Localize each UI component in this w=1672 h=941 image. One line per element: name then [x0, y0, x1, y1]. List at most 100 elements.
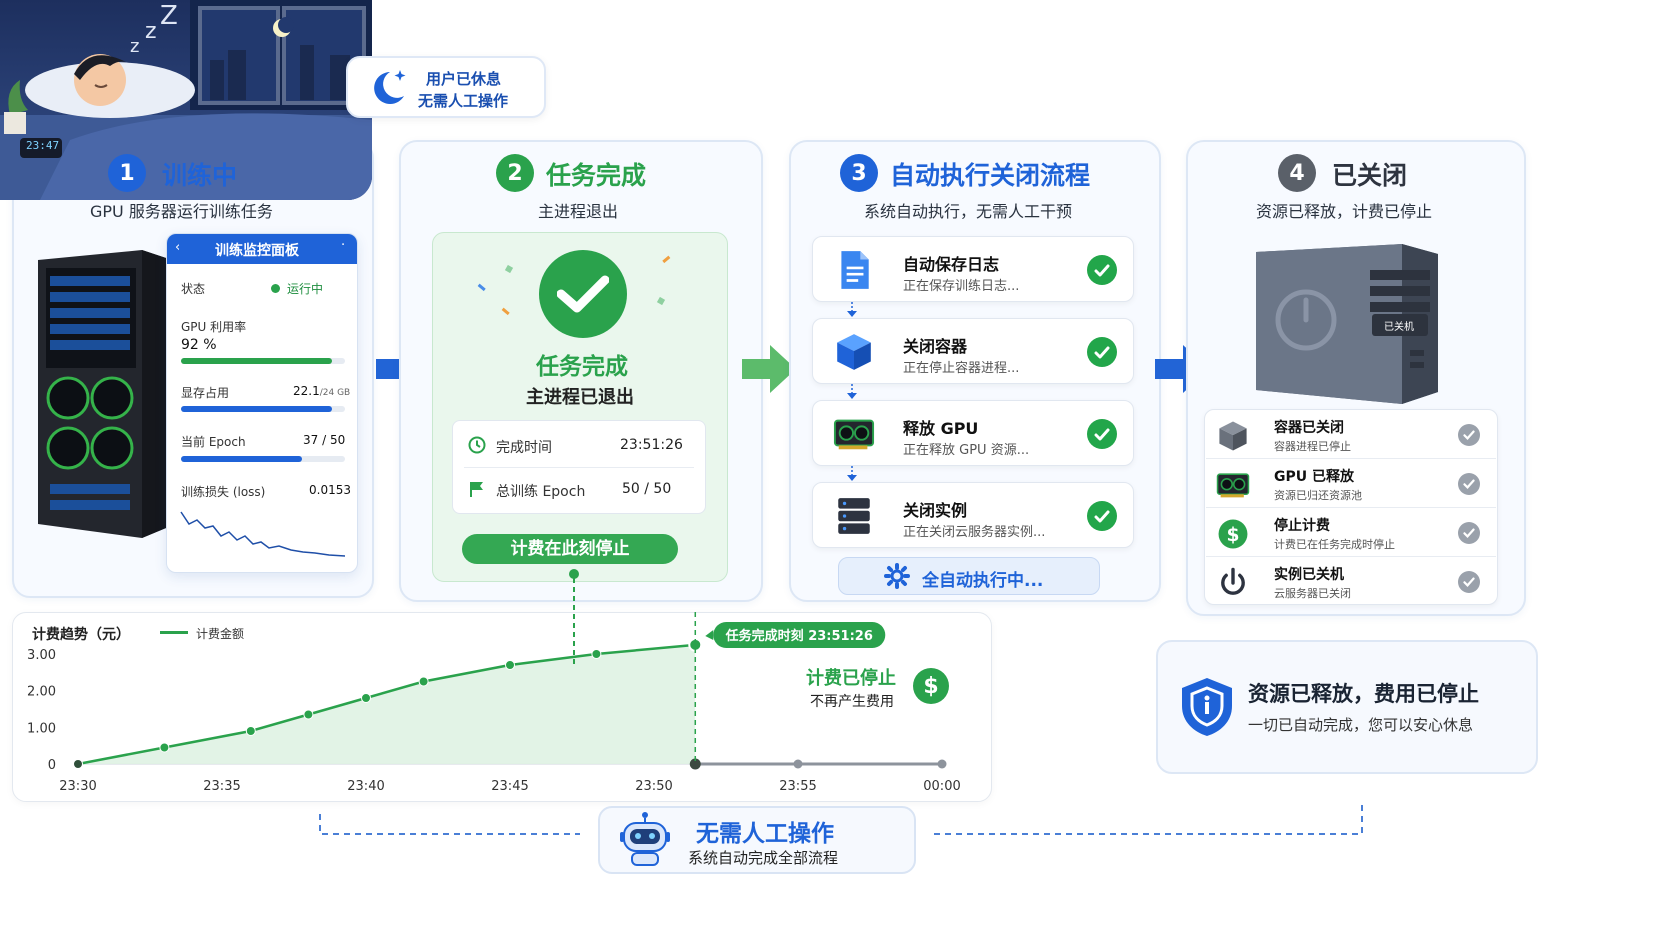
memory-bar: [181, 406, 345, 412]
cube-icon: [1216, 419, 1250, 457]
step-desc: 正在释放 GPU 资源...: [903, 443, 1030, 458]
legend-swatch: [160, 631, 188, 634]
status-desc: 资源已归还资源池: [1274, 489, 1362, 502]
completion-marker-pointer: [705, 630, 714, 640]
step-desc: 正在保存训练日志...: [903, 279, 1020, 294]
check-icon: [1458, 522, 1480, 544]
memory-label: 显存占用: [181, 386, 230, 400]
billing-point: [361, 693, 371, 703]
epoch-fill: [181, 456, 303, 462]
memory-fill: [181, 406, 332, 412]
billing-stop-banner: 计费在此刻停止: [462, 534, 678, 564]
memory-value: 22.1/24 GB: [293, 384, 350, 398]
x-tick-label: 23:35: [203, 779, 240, 794]
billing-point: [159, 742, 170, 753]
y-tick-label: 2.00: [27, 685, 56, 700]
completion-connector: [569, 569, 579, 666]
shutdown-step-1: 自动保存日志 正在保存训练日志...: [812, 236, 1134, 302]
step-title: 释放 GPU: [903, 419, 979, 438]
server-icon: [833, 495, 875, 541]
svg-text:Z: Z: [160, 1, 178, 31]
step4-number: 4: [1278, 154, 1316, 192]
bedside-clock: 23:47: [26, 139, 60, 152]
document-icon: [833, 249, 875, 295]
down-arrow-icon: [846, 384, 858, 400]
check-icon: [1087, 419, 1117, 449]
status-desc: 云服务器已关闭: [1274, 587, 1351, 600]
x-tick-label: 00:00: [923, 779, 960, 794]
epoch-value: 37 / 50: [303, 433, 346, 447]
power-icon: [1216, 566, 1250, 604]
gear-icon: [884, 563, 910, 589]
server-off-label: 已关机: [1384, 322, 1414, 333]
billing-stopped-sub: 不再产生费用: [810, 694, 894, 710]
gpu-server-tower: [32, 248, 170, 538]
auto-running-button[interactable]: [838, 557, 1100, 595]
gpu-icon: [833, 413, 875, 459]
step1-subtitle: GPU 服务器运行训练任务: [90, 202, 273, 221]
status-item-1: 容器已关闭 容器进程已停止: [1206, 411, 1496, 459]
status-item-2: GPU 已释放 资源已归还资源池: [1206, 460, 1496, 508]
status-title: GPU 已释放: [1274, 469, 1354, 485]
memory-total: /24 GB: [319, 388, 351, 398]
step4-subtitle: 资源已释放，计费已停止: [1256, 202, 1433, 221]
memory-used: 22.1: [293, 384, 320, 398]
status-title: 停止计费: [1274, 518, 1330, 534]
check-icon: [1087, 501, 1117, 531]
step3-number: 3: [840, 154, 878, 192]
footer-subtitle: 系统自动完成全部流程: [688, 849, 839, 867]
cube-icon: [833, 331, 875, 377]
clock-icon: [468, 436, 486, 454]
resting-line2: 无需人工操作: [418, 92, 509, 110]
y-tick-label: 0: [48, 758, 56, 773]
step3-subtitle: 系统自动执行，无需人工干预: [864, 202, 1073, 221]
big-check-icon: [539, 250, 627, 338]
check-icon: [1458, 473, 1480, 495]
billing-point: [418, 676, 429, 687]
loss-sparkline: [180, 511, 346, 557]
shutdown-step-4: 关闭实例 正在关闭云服务器实例...: [812, 482, 1134, 548]
check-icon: [1087, 337, 1117, 367]
svg-text:z: z: [145, 19, 157, 44]
step3-title: 自动执行关闭流程: [890, 161, 1091, 190]
check-icon: [1458, 571, 1480, 593]
status-value: 运行中: [287, 282, 324, 296]
billing-area: [78, 644, 696, 764]
status-desc: 容器进程已停止: [1274, 440, 1351, 453]
total-epoch-label: 总训练 Epoch: [496, 484, 586, 500]
step-title: 关闭容器: [903, 337, 968, 356]
flag-icon: [470, 482, 483, 497]
moon-icon: [374, 70, 406, 104]
sleeping-user-illustration: z z Z 23:47: [0, 0, 372, 200]
training-monitor-panel: ‹ 训练监控面板 · 状态 运行中 GPU 利用率 92 % 显存占用 22.1…: [166, 233, 358, 573]
summary-title: 资源已释放，费用已停止: [1248, 682, 1479, 706]
panel-menu-icon[interactable]: ·: [341, 238, 346, 253]
shutdown-server: 已关机: [1252, 240, 1442, 406]
status-item-4: 实例已关机 云服务器已关闭: [1206, 558, 1496, 606]
status-title: 实例已关机: [1274, 567, 1344, 583]
billing-point: [73, 759, 83, 769]
process-exited-text: 主进程已退出: [526, 387, 634, 408]
status-item-3: $ 停止计费 计费已在任务完成时停止: [1206, 509, 1496, 557]
billing-point: [505, 660, 515, 670]
loss-label: 训练损失 (loss): [181, 485, 266, 499]
panel-back-icon[interactable]: ‹: [175, 240, 181, 255]
billing-point: [303, 709, 314, 720]
gpu-util-value: 92 %: [181, 337, 217, 353]
status-label: 状态: [181, 282, 206, 296]
shutdown-step-3: 释放 GPU 正在释放 GPU 资源...: [812, 400, 1134, 466]
step1-title: 训练中: [162, 161, 238, 190]
shield-icon: [1182, 678, 1232, 736]
status-desc: 计费已在任务完成时停止: [1274, 538, 1395, 551]
x-tick-label: 23:30: [59, 779, 96, 794]
footer-title: 无需人工操作: [696, 821, 834, 847]
info-divider: [464, 467, 694, 468]
epoch-label: 当前 Epoch: [181, 435, 246, 449]
user-resting-badge: 用户已休息 无需人工操作: [346, 56, 546, 118]
dollar-icon: $: [1216, 517, 1250, 555]
step2-subtitle: 主进程退出: [538, 202, 619, 221]
finish-time-label: 完成时间: [496, 440, 552, 456]
step1-number: 1: [108, 154, 146, 192]
down-arrow-icon: [846, 302, 858, 318]
